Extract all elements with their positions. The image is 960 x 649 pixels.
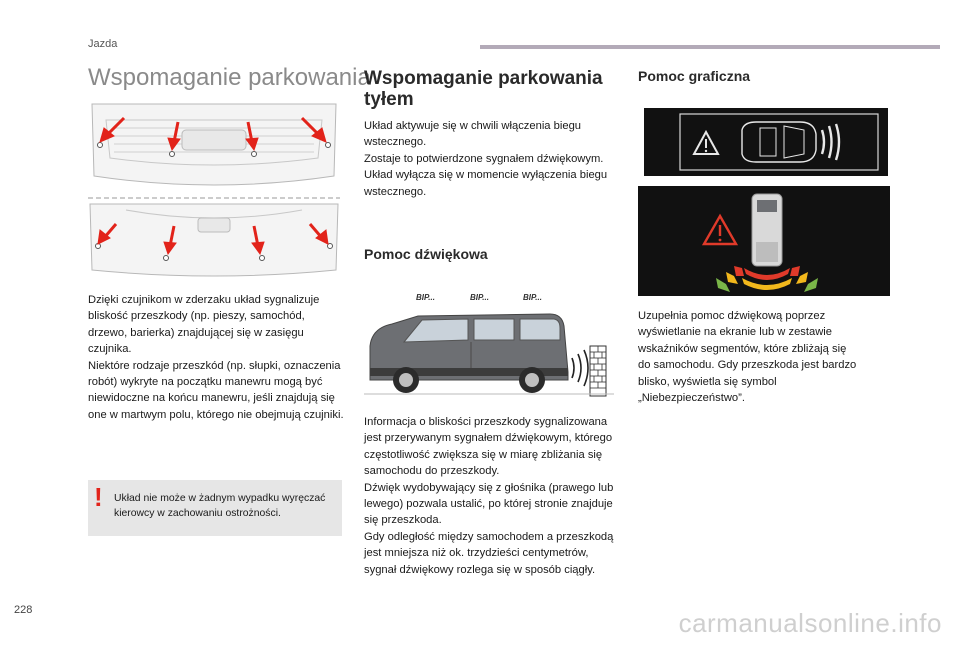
paragraph: Niektóre rodzaje przeszkód (np. słupki, …: [88, 359, 344, 421]
rear-intro-text: Układ aktywuje się w chwili włączenia bi…: [364, 118, 612, 200]
paragraph: Zostaje to potwierdzone sygnałem dźwięko…: [364, 152, 604, 165]
paragraph: Dźwięk wydobywający się z głośnika (praw…: [364, 481, 614, 527]
paragraph: Informacja o bliskości przeszkody sygnal…: [364, 416, 613, 478]
section-label: Jazda: [88, 38, 118, 50]
van-reversing-illustration: [364, 313, 614, 397]
paragraph: Dzięki czujnikom w zderzaku układ sygnal…: [88, 294, 320, 356]
exclamation-icon: !: [94, 482, 103, 512]
page-number: 228: [14, 604, 33, 616]
paragraph: Uzupełnia pomoc dźwiękową poprzez wyświe…: [638, 310, 857, 405]
paragraph: Układ wyłącza się w momencie wyłączenia …: [364, 169, 608, 198]
section-title-line1: Wspomaganie parkowania: [364, 68, 603, 89]
warning-text: Układ nie może w żadnym wypadku wyręczać…: [114, 493, 326, 519]
header-bar: [480, 45, 940, 49]
audio-assist-text: Informacja o bliskości przeszkody sygnal…: [364, 414, 616, 578]
beep-label: BIP...: [523, 293, 542, 302]
section-title-audio: Pomoc dźwiękowa: [364, 246, 488, 262]
beep-label: BIP...: [416, 293, 435, 302]
paragraph: Gdy odległość między samochodem a przesz…: [364, 530, 614, 576]
display-rear-segments-illustration: [638, 186, 890, 296]
page-title: Wspomaganie parkowania: [88, 64, 371, 91]
paragraph: Układ aktywuje się w chwili włączenia bi…: [364, 120, 582, 149]
beep-label: BIP...: [470, 293, 489, 302]
watermark: carmanualsonline.info: [678, 608, 942, 638]
visual-assist-text: Uzupełnia pomoc dźwiękową poprzez wyświe…: [638, 308, 860, 406]
column1-text: Dzięki czujnikom w zderzaku układ sygnal…: [88, 292, 344, 423]
display-top-view-illustration: [644, 108, 888, 176]
warning-box: ! Układ nie może w żadnym wypadku wyręcz…: [88, 480, 342, 536]
bumper-sensors-illustration: [88, 103, 340, 277]
section-title-visual: Pomoc graficzna: [638, 68, 751, 84]
section-title-line2: tyłem: [364, 89, 414, 110]
section-title-rear: Wspomaganie parkowania tyłem: [364, 68, 614, 110]
